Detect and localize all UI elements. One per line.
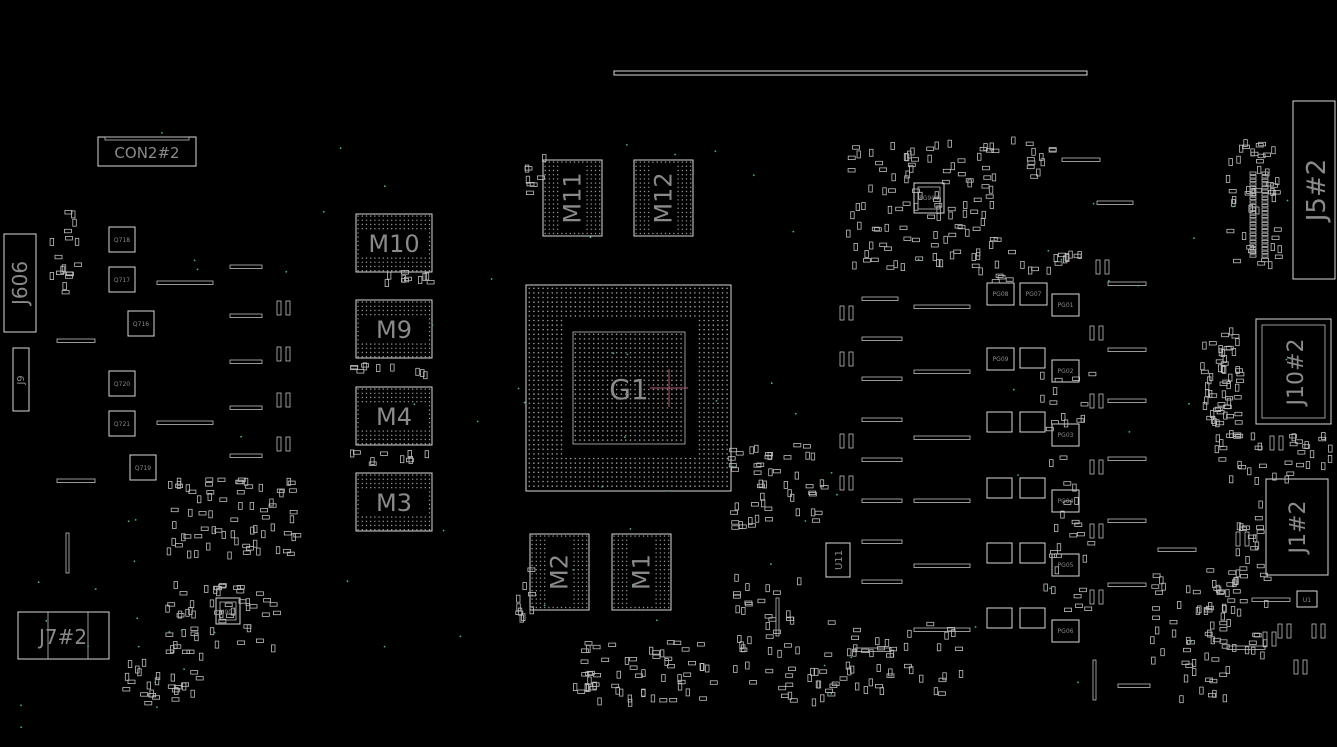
- q717-label: Q717: [114, 277, 130, 284]
- m12-label: M12: [650, 172, 678, 223]
- m2-label: M2: [546, 554, 574, 590]
- gpu-ball-grid: [528, 287, 728, 487]
- regulator-pg3[interactable]: PG03: [1051, 423, 1080, 447]
- regulator-pg6[interactable]: PG06: [1051, 619, 1080, 643]
- regulator-pg8[interactable]: PG08: [986, 282, 1015, 306]
- memory-chip-m1[interactable]: M1: [611, 533, 672, 611]
- regulator-pg9[interactable]: PG09: [986, 347, 1015, 371]
- smd-components: [49, 136, 1333, 707]
- pg4-label: PG04: [1058, 498, 1074, 505]
- u1-label: U1: [1303, 597, 1311, 604]
- con2-label: CON2#2: [114, 144, 179, 162]
- ic-u11[interactable]: U11: [825, 542, 851, 578]
- m1-label: M1: [628, 554, 656, 590]
- pg6-label: PG06: [1058, 628, 1074, 635]
- transistor-q721[interactable]: Q721: [108, 410, 136, 437]
- regulator-pg7[interactable]: PG07: [1019, 282, 1048, 306]
- q719-label: Q719: [135, 465, 151, 472]
- pg2-label: PG02: [1058, 368, 1074, 375]
- pg5-label: PG05: [1058, 562, 1074, 569]
- j5-label: J5#2: [1302, 159, 1332, 224]
- regulator-pg2[interactable]: PG02: [1051, 359, 1080, 383]
- transistor-q720[interactable]: Q720: [108, 370, 136, 397]
- pg9-label: PG09: [993, 356, 1009, 363]
- ic-u1[interactable]: U1: [1296, 590, 1318, 608]
- j10-label: J10#2: [1284, 339, 1309, 408]
- memory-chip-m2[interactable]: M2: [529, 533, 590, 611]
- q721-label: Q721: [114, 421, 130, 428]
- j1-label: J1#2: [1286, 501, 1311, 556]
- connector-j10[interactable]: J10#2: [1255, 318, 1332, 425]
- memory-chip-m11[interactable]: M11: [542, 159, 603, 237]
- connector-j5[interactable]: J5#2: [1292, 100, 1336, 280]
- transistor-q718[interactable]: Q718: [108, 226, 136, 253]
- m10-label: M10: [368, 230, 419, 258]
- test-points: [20, 132, 1289, 729]
- transistor-q716[interactable]: Q716: [127, 310, 155, 337]
- pg8-label: PG08: [993, 291, 1009, 298]
- top-edge-connector: [613, 70, 1088, 76]
- memory-chip-m4[interactable]: M4: [355, 386, 433, 446]
- connector-con2[interactable]: CON2#2: [97, 136, 197, 167]
- pg904-label: PG904: [919, 195, 939, 202]
- connector-j9[interactable]: J9: [12, 347, 30, 412]
- memory-chip-m10[interactable]: M10: [355, 213, 433, 273]
- regulator-pg4[interactable]: PG04: [1051, 489, 1080, 513]
- pg1-label: PG01: [1058, 302, 1074, 309]
- memory-chip-m12[interactable]: M12: [633, 159, 694, 237]
- j606-label: J606: [8, 261, 32, 307]
- pg3-label: PG03: [1058, 432, 1074, 439]
- regulator-pg1[interactable]: PG01: [1051, 293, 1080, 317]
- connector-j1[interactable]: J1#2: [1265, 478, 1329, 576]
- g1-label: G1: [609, 373, 649, 406]
- j9-label: J9: [16, 375, 27, 385]
- transistor-q717[interactable]: Q717: [108, 266, 136, 293]
- q718-label: Q718: [114, 237, 130, 244]
- u11-label: U11: [834, 550, 845, 570]
- memory-chip-m3[interactable]: M3: [355, 472, 433, 532]
- pg7-label: PG07: [1026, 291, 1042, 298]
- connector-j606[interactable]: J606: [3, 233, 37, 333]
- m11-label: M11: [559, 172, 587, 223]
- connector-j7[interactable]: J7#2: [17, 611, 110, 660]
- gpu-g1[interactable]: G1: [525, 284, 732, 492]
- u903-label: U903: [220, 609, 236, 616]
- memory-chip-m9[interactable]: M9: [355, 299, 433, 359]
- q720-label: Q720: [114, 381, 130, 388]
- transistor-q719[interactable]: Q719: [129, 454, 157, 481]
- m9-label: M9: [376, 316, 412, 344]
- q716-label: Q716: [133, 321, 149, 328]
- regulator-pg5[interactable]: PG05: [1051, 553, 1080, 577]
- m4-label: M4: [376, 403, 412, 431]
- j7-label: J7#2: [37, 625, 87, 649]
- m3-label: M3: [376, 489, 412, 517]
